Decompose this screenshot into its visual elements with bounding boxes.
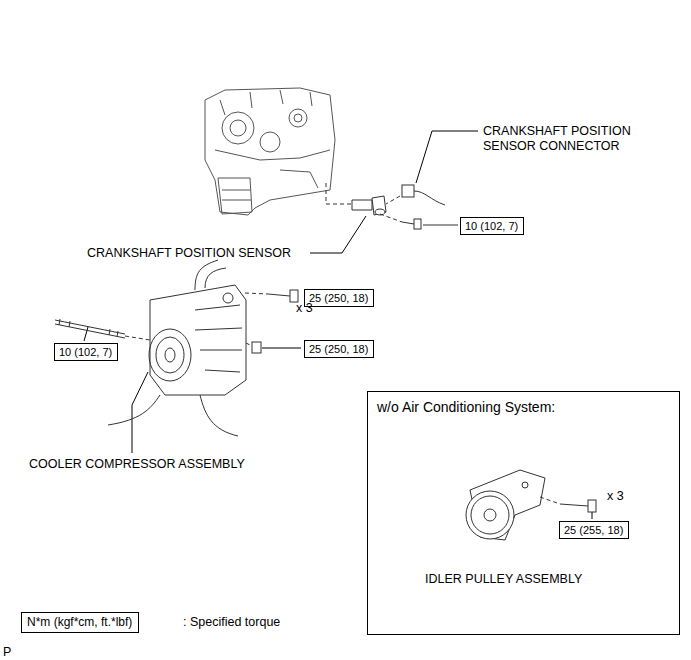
idler-pulley-illustration [540,497,560,504]
compressor-illustration [223,293,233,303]
compressor-illustration [55,324,125,338]
torque-box: 25 (250, 18) [304,289,374,307]
part-name: IDLER PULLEY ASSEMBLY [425,572,582,587]
quantity-note: x 3 [296,301,313,316]
leader-line [310,216,366,253]
torque-value: 10 (102, 7) [59,345,113,359]
idler-pulley-illustration [484,509,496,521]
torque-box: 10 (102, 7) [460,217,524,235]
torque-box: 25 (255, 18) [559,521,629,539]
torque-value: 25 (250, 18) [309,342,369,356]
compressor-illustration [195,305,242,372]
sensor-illustration [386,196,400,204]
engine-illustration [294,114,302,122]
compressor-illustration [245,293,268,294]
compressor-illustration [108,395,160,425]
sensor-illustration [372,196,386,215]
compressor-illustration [252,342,261,353]
torque-box: 10 (102, 7) [54,343,118,361]
leader-line [262,348,301,349]
torque-value: 10 (102, 7) [465,219,519,233]
variant-panel: w/o Air Conditioning System: 25 (255, 18) [367,391,680,635]
leader-line [84,327,88,341]
sensor-illustration [414,219,421,229]
quantity-note: x 3 [607,489,624,504]
idler-pulley-illustration [466,491,514,539]
compressor-illustration [200,395,238,436]
engine-illustration [205,88,335,215]
sensor-illustration [380,214,402,222]
sensor-illustration [402,185,414,197]
engine-illustration [222,190,251,200]
engine-illustration [222,112,254,144]
idler-pulley-illustration [471,496,509,534]
torque-legend-box: N*m (kgf*cm, ft.*lbf) [21,612,139,633]
engine-illustration [220,90,312,115]
compressor-illustration [149,329,191,381]
sensor-illustration [326,183,352,204]
sensor-illustration [326,183,458,229]
page-mark: P [3,645,11,660]
torque-value: 25 (250, 18) [309,291,369,305]
compressor-illustration [246,343,252,346]
torque-value: 25 (255, 18) [564,523,624,537]
panel-heading: w/o Air Conditioning System: [377,399,555,415]
engine-illustration [230,120,246,136]
compressor-illustration [156,337,184,373]
part-name: CRANKSHAFT POSITION SENSOR CONNECTOR [483,124,633,154]
leader-line [416,131,478,183]
compressor-illustration [195,260,218,290]
leader-line [132,372,148,453]
compressor-illustration [55,320,125,334]
sensor-illustration [414,191,445,205]
idler-pulley-illustration [588,500,596,512]
compressor-illustration [55,260,298,436]
engine-illustration [260,132,280,152]
engine-illustration [218,178,252,214]
legend-note: : Specified torque [183,615,280,630]
torque-box: 25 (250, 18) [304,340,374,358]
compressor-illustration [290,290,298,302]
compressor-illustration [165,348,175,362]
sensor-illustration [423,225,458,226]
part-name: CRANKSHAFT POSITION SENSOR [87,246,291,261]
idler-pulley-illustration [522,482,528,488]
torque-value: N*m (kgf*cm, ft.*lbf) [27,615,133,630]
part-name: COOLER COMPRESSOR ASSEMBLY [29,457,245,472]
compressor-illustration [59,319,118,337]
idler-pulley-illustration [560,504,588,506]
compressor-illustration [268,294,290,296]
engine-illustration [205,88,335,215]
compressor-illustration [205,268,226,288]
compressor-illustration [125,336,150,340]
sensor-illustration [352,200,372,210]
engine-illustration [280,170,318,188]
sensor-illustration [402,222,414,224]
compressor-illustration [150,285,246,395]
engine-illustration [289,109,307,127]
engine-illustration [215,150,330,160]
